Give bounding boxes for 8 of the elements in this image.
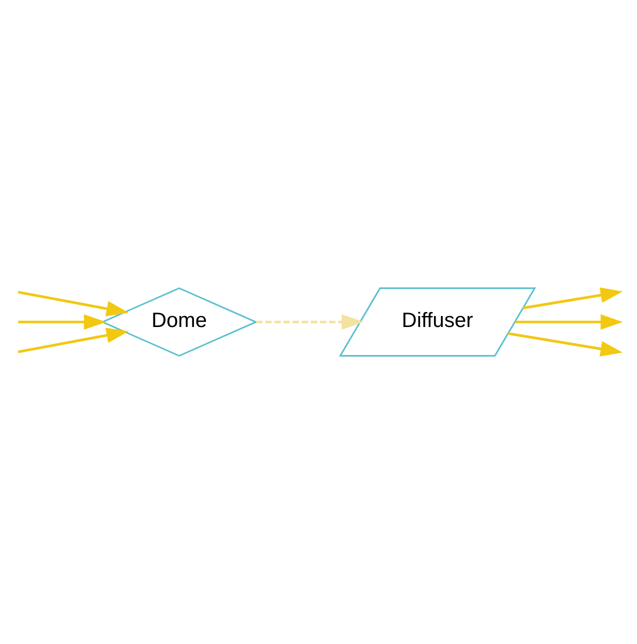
arrow — [18, 290, 129, 316]
arrow — [18, 328, 129, 354]
arrow — [256, 314, 364, 330]
arrow — [522, 287, 623, 310]
arrow — [18, 314, 106, 330]
arrow — [508, 332, 623, 357]
arrow — [515, 314, 623, 330]
node-diamond: Dome — [100, 287, 258, 357]
